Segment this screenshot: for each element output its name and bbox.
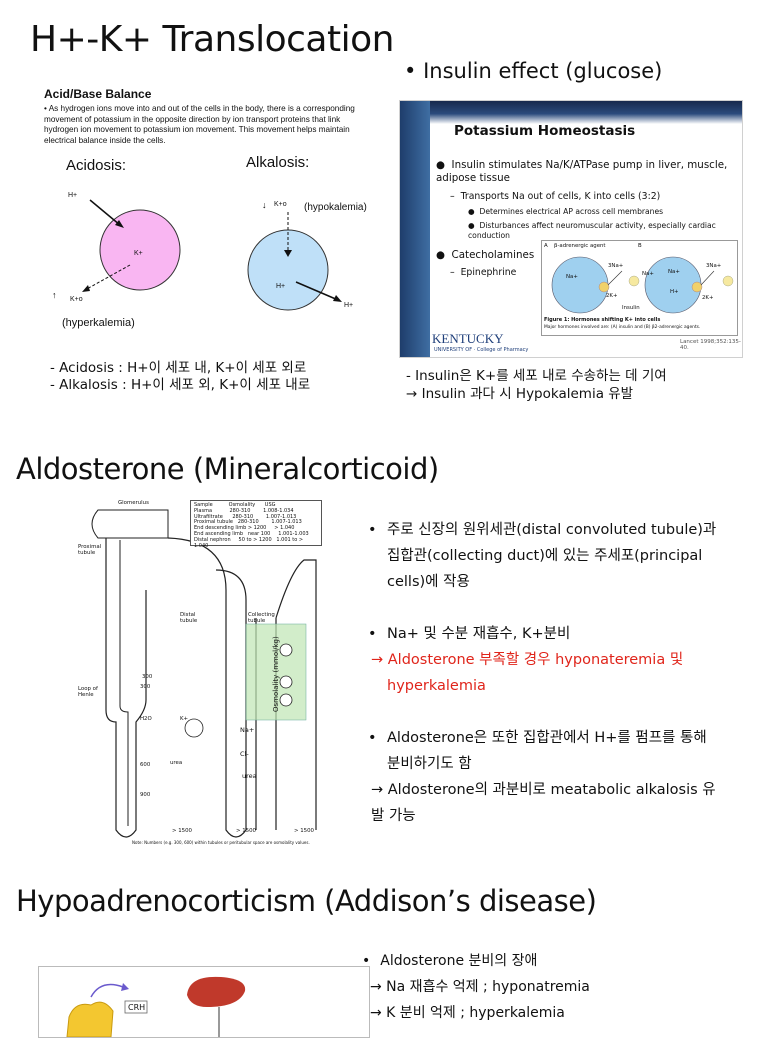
acid-base-title: Acid/Base Balance <box>44 87 152 101</box>
aldosterone-bullet-1-text: 주로 신장의 원위세관(distal convoluted tubule)과 집… <box>387 522 717 590</box>
insulin-note-1: - Insulin은 K+를 세포 내로 수송하는 데 기여 <box>406 368 667 384</box>
osm-1500-b: > 1500 <box>236 828 256 834</box>
addison-bullet: •Aldosterone 분비의 장애 → Na 재흡수 억제 ; hypona… <box>362 948 762 1026</box>
addison-bullet-text: Aldosterone 분비의 장애 <box>380 953 538 969</box>
alkalosis-h-out-label: H+ <box>344 302 354 309</box>
inset-label-b: B <box>638 243 642 249</box>
osm-1500-c: > 1500 <box>294 828 314 834</box>
h2o-label: H2O <box>140 716 152 722</box>
section-title-addison: Hypoadrenocorticism (Addison’s disease) <box>16 884 597 918</box>
inset-na-a: Na+ <box>566 274 578 280</box>
slide-bullet-catecholamines: ● Catecholamines <box>436 249 535 261</box>
osm-900: 900 <box>140 792 151 798</box>
hyperkalemia-label: (hyperkalemia) <box>62 317 135 329</box>
kentucky-logo-small: UNIVERSITY OF · College of Pharmacy <box>434 347 529 353</box>
hypokalemia-label: (hypokalemia) <box>304 202 367 213</box>
svg-text:↑: ↑ <box>52 290 57 300</box>
aldosterone-deficiency-note: → Aldosterone 부족할 경우 hyponateremia 및 hyp… <box>371 652 684 694</box>
acid-base-paragraph: • As hydrogen ions move into and out of … <box>44 104 355 145</box>
insulin-note-2: → Insulin 과다 시 Hypokalemia 유발 <box>406 386 634 402</box>
slide-sub-ap-text: Determines electrical AP across cell mem… <box>479 207 664 216</box>
osm-600: 600 <box>140 762 151 768</box>
aldosterone-bullet-2-text: Na+ 및 수분 재흡수, K+분비 <box>387 626 571 642</box>
osm-300-a: 300 <box>142 674 153 680</box>
alkalosis-h-in-label: H+ <box>276 283 286 290</box>
inset-3na-b: 3Na+ <box>706 263 722 269</box>
cl-label: Cl- <box>240 750 249 758</box>
inset-caption-2: Major hormones involved are: (A) insulin… <box>544 325 701 330</box>
svg-text:↓: ↓ <box>262 200 267 210</box>
insulin-effect-bullet: • Insulin effect (glucose) <box>404 59 663 83</box>
osmolality-axis-label: Osmolality (mmol/kg) <box>272 636 280 712</box>
slide-sub-transport-text: Transports Na out of cells, K into cells… <box>460 191 661 202</box>
acid-base-diagram: ↓ ↑ <box>52 199 342 311</box>
slide-citation: Lancet 1998;352:135-40. <box>680 339 741 351</box>
aldosterone-bullet-2: • Na+ 및 수분 재흡수, K+분비 <box>368 621 723 647</box>
hormone-figure: A B β-adrenergic agent Na+ 3Na+ 2K+ Insu… <box>541 240 738 336</box>
urea-label-2: urea <box>242 772 257 780</box>
section-title-aldosterone: Aldosterone (Mineralcorticoid) <box>16 452 439 486</box>
proximal-tubule-label: Proximal tubule <box>78 544 102 556</box>
hpa-axis-diagram: CRH <box>38 966 370 1038</box>
addison-hyperkalemia: → K 분비 억제 ; hyperkalemia <box>370 1005 565 1021</box>
potassium-homeostasis-slide: Potassium Homeostasis ● Insulin stimulat… <box>399 100 743 358</box>
acidosis-note: - Acidosis : H+이 세포 내, K+이 세포 외로 <box>50 360 307 376</box>
k-label: K+ <box>180 716 189 722</box>
aldosterone-bullet-3: • Aldosterone은 또한 집합관에서 H+를 펌프를 통해 분비하기도… <box>368 725 723 777</box>
slide-title: Potassium Homeostasis <box>454 123 636 139</box>
inset-3na-a: 3Na+ <box>608 263 624 269</box>
na-label: Na+ <box>240 726 255 734</box>
inset-insulin-label: Insulin <box>622 305 640 311</box>
slide-sidebar <box>400 101 430 357</box>
alkalosis-label: Alkalosis: <box>246 154 310 171</box>
inset-agent-label: β-adrenergic agent <box>554 243 606 249</box>
insulin-effect-text: Insulin effect (glucose) <box>423 59 663 83</box>
alkalosis-ko-label: K+o <box>274 201 287 208</box>
slide-sub-epinephrine-text: Epinephrine <box>460 267 517 278</box>
acidosis-h-label: H+ <box>68 192 78 199</box>
section-title-translocation: H+-K+ Translocation <box>30 19 394 60</box>
slide-sub-ap: ● Determines electrical AP across cell m… <box>468 207 664 216</box>
slide-bullet-insulin-text: Insulin stimulates Na/K/ATPase pump in l… <box>436 159 728 184</box>
aldosterone-bullet-3-text: Aldosterone은 또한 집합관에서 H+를 펌프를 통해 분비하기도 함 <box>387 730 707 772</box>
acidosis-k-label: K+ <box>134 250 143 257</box>
inset-2k-b: 2K+ <box>702 295 714 301</box>
osm-1500-a: > 1500 <box>172 828 192 834</box>
aldosterone-bullet-1: • 주로 신장의 원위세관(distal convoluted tubule)과… <box>368 517 723 595</box>
acidosis-label: Acidosis: <box>66 157 127 174</box>
slide-sub-disturbance: ● Disturbances affect neuromuscular acti… <box>468 221 716 240</box>
slide-bullet-insulin: ● Insulin stimulates Na/K/ATPase pump in… <box>436 159 728 184</box>
inset-na-b2: Na+ <box>668 269 680 275</box>
osm-300-b: 300 <box>140 684 151 690</box>
nephron-footnote: Note: Numbers (e.g. 300, 600) within tub… <box>132 840 310 845</box>
glomerulus-label: Glomerulus <box>118 500 149 506</box>
urea-label-1: urea <box>170 760 183 766</box>
slide-sub-epinephrine: – Epinephrine <box>450 267 517 278</box>
inset-2k-a: 2K+ <box>606 293 618 299</box>
addison-hyponatremia: → Na 재흡수 억제 ; hyponatremia <box>370 979 590 995</box>
slide-sub-transport: – Transports Na out of cells, K into cel… <box>450 191 661 202</box>
kentucky-logo: KENTUCKY <box>432 331 504 346</box>
acidosis-ko-label: K+o <box>70 296 83 303</box>
loop-henle-label: Loop of Henle <box>78 686 98 698</box>
inset-h-b: H+ <box>670 289 679 295</box>
crh-label: CRH <box>128 1003 146 1012</box>
inset-label-a: A <box>544 243 548 249</box>
inset-na-b: Na+ <box>642 271 654 277</box>
distal-tubule-label: Distal tubule <box>180 612 198 624</box>
aldosterone-alkalosis-note: → Aldosterone의 과분비로 meatabolic alkalosis… <box>371 782 716 824</box>
alkalosis-note: - Alkalosis : H+이 세포 외, K+이 세포 내로 <box>50 377 311 393</box>
inset-caption-1: Figure 1: Hormones shifting K+ into cell… <box>544 317 661 323</box>
slide-sub-disturbance-text: Disturbances affect neuromuscular activi… <box>468 221 716 240</box>
slide-bullet-catecholamines-text: Catecholamines <box>451 249 535 261</box>
collecting-tubule-label: Collecting tubule <box>248 612 275 624</box>
